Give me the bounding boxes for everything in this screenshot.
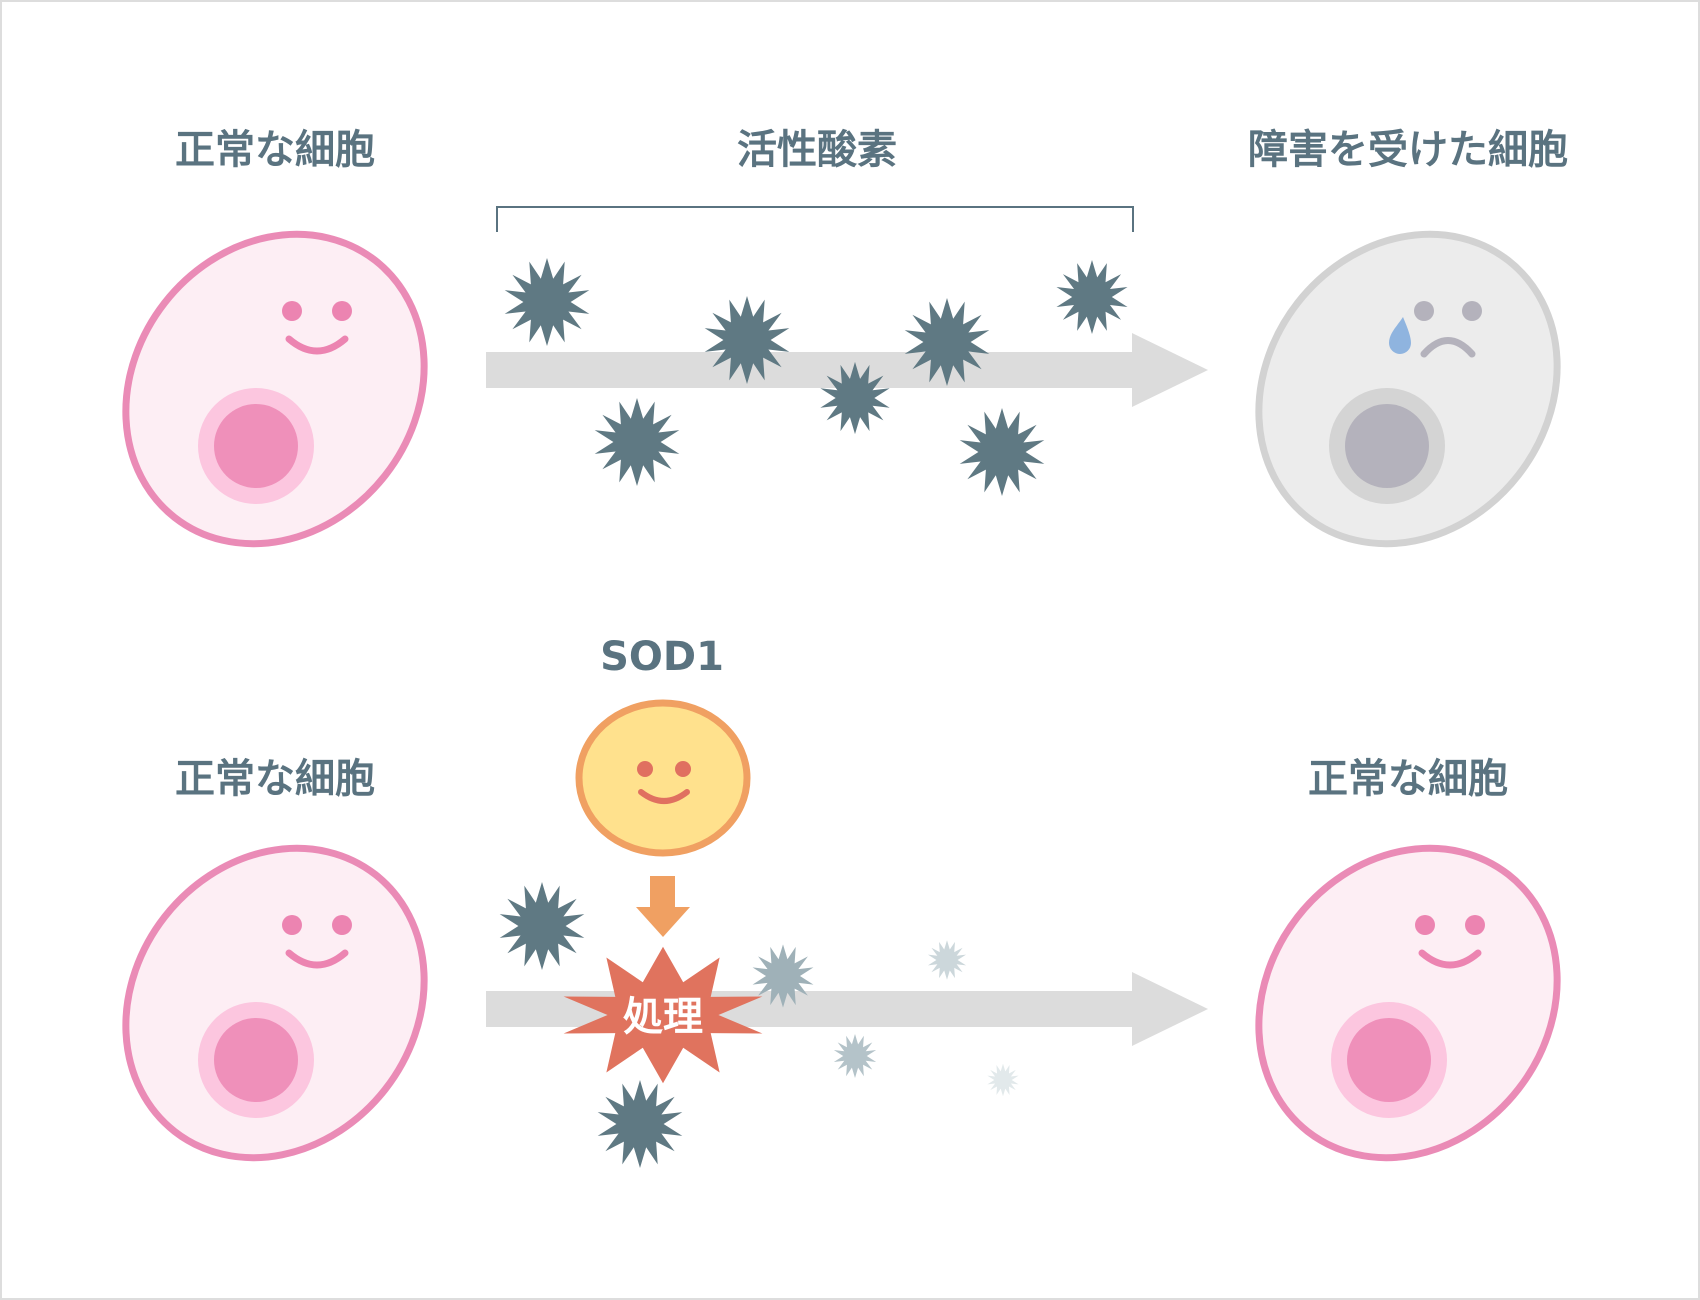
radical-icon: [904, 298, 990, 386]
radical-icon: [704, 296, 790, 384]
process-label: 処理: [623, 994, 703, 1040]
radical-icon: [597, 1080, 683, 1168]
healthy-cell-icon: [122, 230, 428, 548]
sod1-enzyme-icon: [575, 699, 751, 857]
radicals-bracket: [496, 206, 1134, 232]
bottom-radicals: [499, 882, 683, 1168]
faded-radicals: [752, 940, 1019, 1097]
process-burst-icon: 処理: [563, 946, 763, 1084]
healthy-cell-icon: [1255, 844, 1561, 1162]
radical-icon: [1056, 260, 1128, 334]
damaged-cell-icon: [1255, 230, 1561, 548]
healthy-cell-icon: [122, 844, 428, 1162]
radical-icon: [987, 1063, 1019, 1097]
radical-icon: [927, 940, 967, 980]
radical-icon: [820, 361, 890, 435]
radical-icon: [594, 398, 680, 486]
bottom-left-label: 正常な細胞: [175, 756, 375, 802]
radical-icon: [959, 408, 1045, 496]
tear-icon: [1389, 317, 1411, 354]
bottom-right-label: 正常な細胞: [1308, 756, 1508, 802]
radical-icon: [752, 944, 814, 1008]
sod1-down-arrow: [636, 876, 690, 937]
top-right-label: 障害を受けた細胞: [1248, 127, 1568, 173]
top-arrow: [486, 333, 1208, 407]
sod1-label: SOD1: [600, 634, 724, 680]
radical-icon: [499, 882, 585, 970]
top-radicals: [504, 258, 1128, 496]
radical-icon: [833, 1034, 877, 1078]
radical-icon: [504, 258, 590, 346]
top-left-label: 正常な細胞: [175, 127, 375, 173]
top-middle-label: 活性酸素: [737, 127, 897, 173]
